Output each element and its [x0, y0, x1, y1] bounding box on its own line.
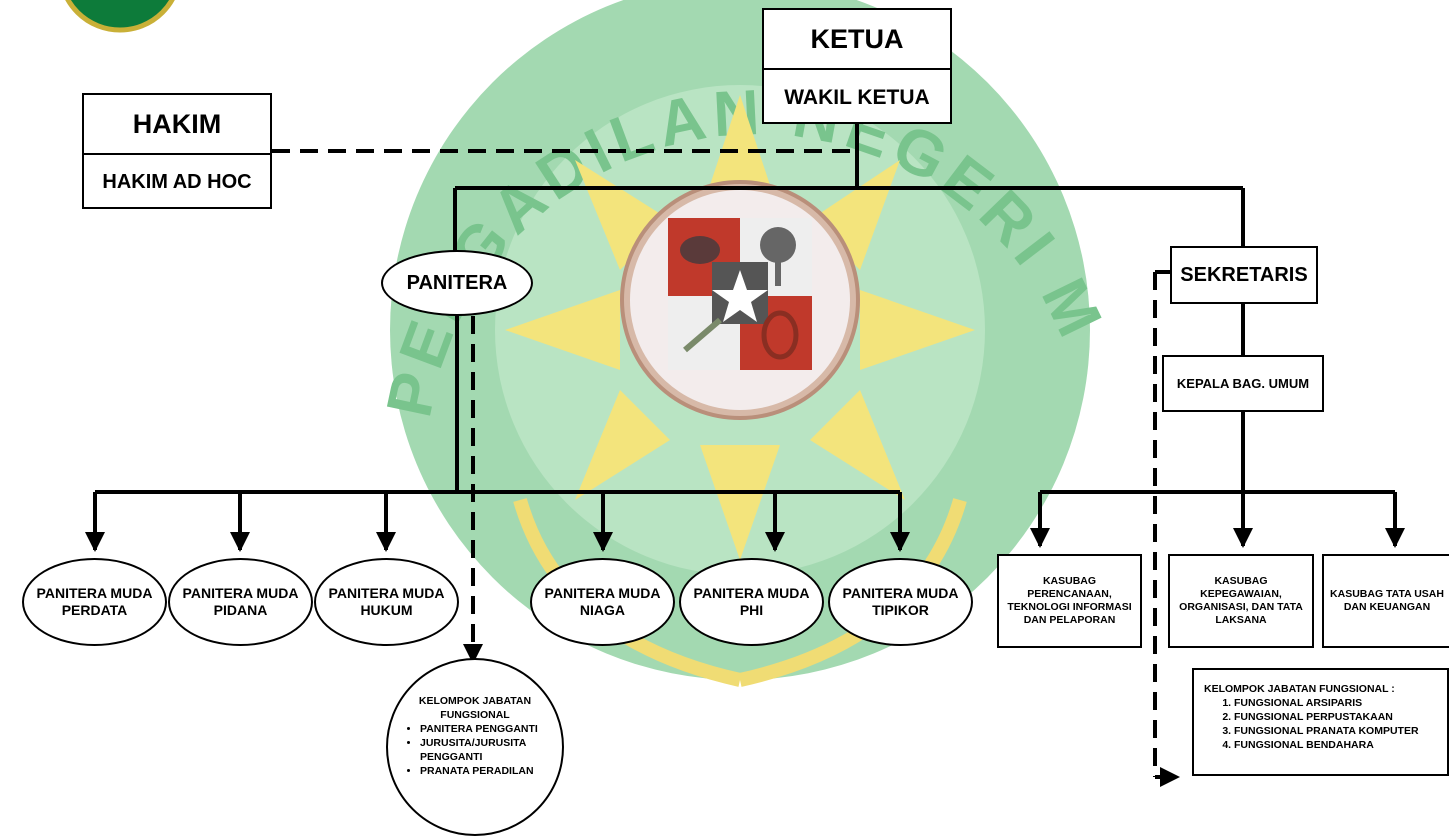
- hakim-label: HAKIM: [132, 108, 222, 139]
- kasubag-2-line4: LAKSANA: [1215, 614, 1267, 626]
- court-logo-icon: [65, 0, 175, 33]
- fungsional-sekretaris-item: FUNGSIONAL PRANATA KOMPUTER: [1234, 724, 1437, 738]
- kasubag-3-line1: KASUBAG TATA USAH: [1330, 588, 1444, 600]
- panitera-label: PANITERA: [406, 271, 508, 294]
- sekretaris-node: SEKRETARIS: [1170, 246, 1318, 304]
- pm-perdata-line2: PERDATA: [61, 602, 128, 618]
- fungsional-panitera-item: JURUSITA/JURUSITA PENGGANTI: [420, 736, 562, 764]
- kasubag-3-line2: DAN KEUANGAN: [1343, 601, 1431, 613]
- fungsional-panitera-item: PANITERA PENGGANTI: [420, 722, 562, 736]
- pm-tipikor-line2: TIPIKOR: [872, 602, 929, 618]
- garuda-pancasila-shield-icon: [620, 180, 860, 420]
- kasubag-2-line2: KEPEGAWAIAN,: [1200, 588, 1282, 600]
- kepala-bag-umum-node: KEPALA BAG. UMUM: [1162, 355, 1324, 412]
- kasubag-1-line3: TEKNOLOGI INFORMASI: [1007, 601, 1132, 613]
- pm-hukum-line1: PANITERA MUDA: [328, 585, 445, 601]
- fungsional-sekretaris-node: KELOMPOK JABATAN FUNGSIONAL : FUNGSIONAL…: [1192, 668, 1449, 776]
- panitera-node: PANITERA: [381, 250, 533, 316]
- ketua-box: KETUA WAKIL KETUA: [762, 8, 952, 124]
- kasubag-2-line3: ORGANISASI, DAN TATA: [1179, 601, 1303, 613]
- pm-tipikor-line1: PANITERA MUDA: [842, 585, 959, 601]
- fungsional-panitera-title1: KELOMPOK JABATAN: [418, 695, 532, 707]
- fungsional-sekretaris-item: FUNGSIONAL BENDAHARA: [1234, 738, 1437, 752]
- pm-pidana-line1: PANITERA MUDA: [182, 585, 299, 601]
- fungsional-sekretaris-list: FUNGSIONAL ARSIPARIS FUNGSIONAL PERPUSTA…: [1204, 696, 1437, 752]
- pm-phi-line1: PANITERA MUDA: [693, 585, 810, 601]
- fungsional-sekretaris-title: KELOMPOK JABATAN FUNGSIONAL :: [1204, 683, 1395, 695]
- fungsional-sekretaris-item: FUNGSIONAL ARSIPARIS: [1234, 696, 1437, 710]
- pm-pidana-line2: PIDANA: [213, 602, 268, 618]
- fungsional-panitera-list: PANITERA PENGGANTI JURUSITA/JURUSITA PEN…: [388, 722, 562, 778]
- kepala-bag-umum-label: KEPALA BAG. UMUM: [1176, 376, 1310, 391]
- kasubag-1-line2: PERENCANAAN,: [1027, 588, 1112, 600]
- wakil-ketua-label: WAKIL KETUA: [764, 68, 950, 125]
- hakim-box: HAKIM HAKIM AD HOC: [82, 93, 272, 209]
- sekretaris-label: SEKRETARIS: [1180, 263, 1308, 286]
- kasubag-1-line1: KASUBAG: [1042, 575, 1097, 587]
- pm-perdata-line1: PANITERA MUDA: [36, 585, 153, 601]
- hakim-ad-hoc-label: HAKIM AD HOC: [84, 153, 270, 210]
- pm-hukum-line2: HUKUM: [360, 602, 413, 618]
- fungsional-panitera-title2: FUNGSIONAL: [440, 709, 510, 721]
- fungsional-sekretaris-item: FUNGSIONAL PERPUSTAKAAN: [1234, 710, 1437, 724]
- fungsional-panitera-item: PRANATA PERADILAN: [420, 764, 562, 778]
- pm-phi-line2: PHI: [739, 602, 764, 618]
- ketua-label: KETUA: [810, 23, 904, 54]
- fungsional-panitera-node: KELOMPOK JABATAN FUNGSIONAL PANITERA PEN…: [386, 658, 564, 836]
- kasubag-1-line4: DAN PELAPORAN: [1023, 614, 1116, 626]
- pm-niaga-line2: NIAGA: [579, 602, 626, 618]
- pm-niaga-line1: PANITERA MUDA: [544, 585, 661, 601]
- kasubag-2-line1: KASUBAG: [1214, 575, 1268, 587]
